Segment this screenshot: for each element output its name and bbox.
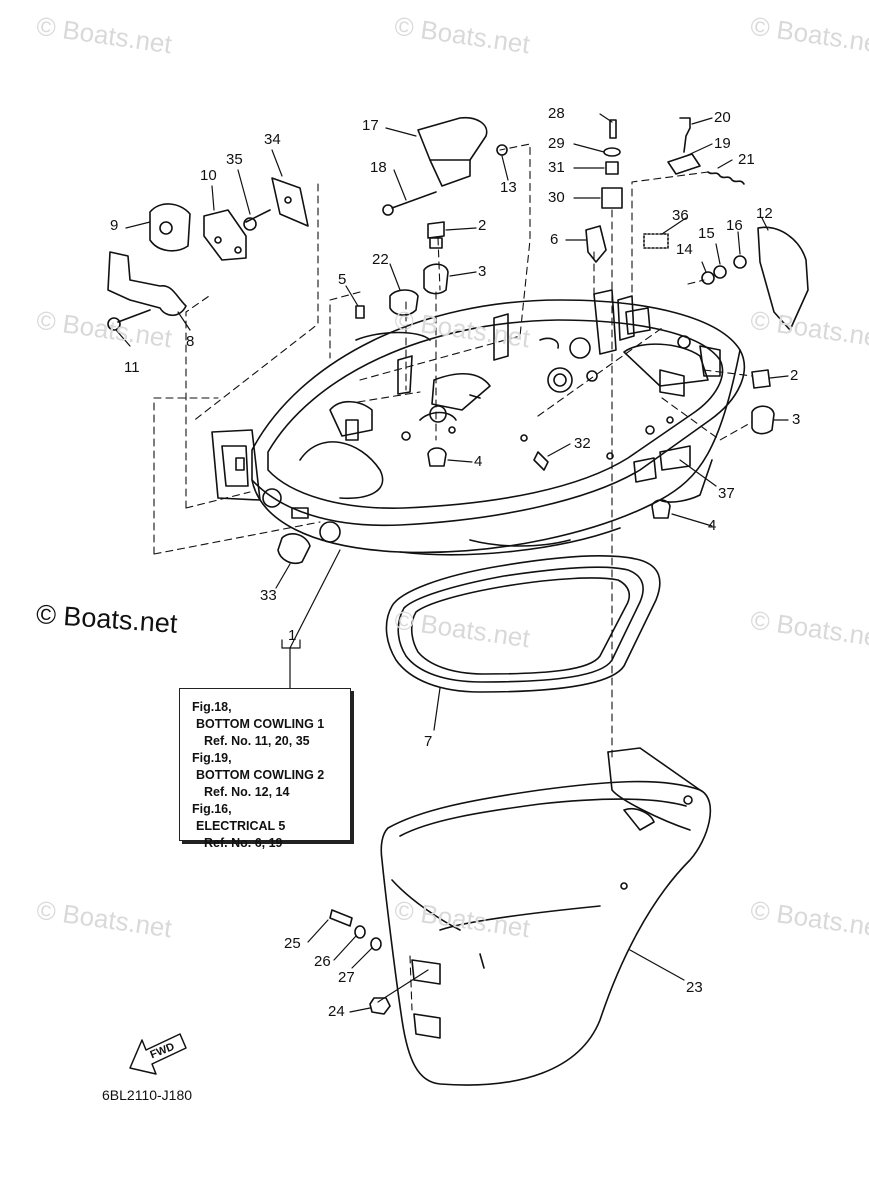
callout-23: 23: [686, 979, 703, 996]
callout-15: 15: [698, 225, 715, 242]
callout-33: 33: [260, 587, 277, 604]
callout-22: 22: [372, 251, 389, 268]
callout-28: 28: [548, 105, 565, 122]
callout-27: 27: [338, 969, 355, 986]
ref-nos-6-19: Ref. No. 6, 19: [204, 836, 283, 850]
callout-25: 25: [284, 935, 301, 952]
callout-30: 30: [548, 189, 565, 206]
ref-bottom-cowling-2: BOTTOM COWLING 2: [196, 768, 325, 782]
callout-34: 34: [264, 131, 281, 148]
callout-12: 12: [756, 205, 773, 222]
callout-4-right: 4: [708, 517, 717, 534]
callout-29: 29: [548, 135, 565, 152]
callout-3-right: 3: [792, 411, 801, 428]
reference-box: Fig.18, BOTTOM COWLING 1 Ref. No. 11, 20…: [179, 688, 351, 850]
callout-21: 21: [738, 151, 755, 168]
callout-6: 6: [550, 231, 559, 248]
callout-37: 37: [718, 485, 735, 502]
ref-bottom-cowling-1: BOTTOM COWLING 1: [196, 717, 325, 731]
callout-11: 11: [124, 359, 140, 376]
small-parts: [107, 116, 809, 1015]
callout-1: 1: [288, 627, 297, 644]
callout-35: 35: [226, 151, 243, 168]
callout-32: 32: [574, 435, 591, 452]
ref-nos-11-20-35: Ref. No. 11, 20, 35: [204, 734, 310, 748]
callout-8: 8: [186, 333, 195, 350]
callout-4: 4: [474, 453, 483, 470]
callout-13: 13: [500, 179, 517, 196]
callout-36: 36: [672, 207, 689, 224]
ref-fig-18: Fig.18,: [192, 700, 232, 714]
ref-electrical-5: ELECTRICAL 5: [196, 819, 286, 833]
leader-lines: [115, 113, 789, 1013]
callout-18: 18: [370, 159, 387, 176]
callout-2-right: 2: [790, 367, 799, 384]
callout-20: 20: [714, 109, 731, 126]
callout-19: 19: [714, 135, 731, 152]
lower-cover: [380, 747, 712, 1086]
ref-fig-16: Fig.16,: [192, 802, 232, 816]
callout-9: 9: [110, 217, 119, 234]
callout-14: 14: [676, 241, 693, 258]
ref-nos-12-14: Ref. No. 12, 14: [204, 785, 290, 799]
callout-10: 10: [200, 167, 217, 184]
callout-26: 26: [314, 953, 331, 970]
callout-16: 16: [726, 217, 743, 234]
callout-24: 24: [328, 1003, 345, 1020]
callout-3: 3: [478, 263, 487, 280]
seal-ring: [385, 554, 661, 693]
callout-7: 7: [424, 733, 433, 750]
dashed-guides: [153, 143, 753, 1011]
ref-fig-19: Fig.19,: [192, 751, 232, 765]
callout-5: 5: [338, 271, 347, 288]
callout-17: 17: [362, 117, 379, 134]
fwd-arrow-icon: [129, 1033, 187, 1075]
callout-2: 2: [478, 217, 487, 234]
diagram-code: 6BL2110-J180: [102, 1087, 193, 1103]
callout-31: 31: [548, 159, 565, 176]
bottom-cowling: [211, 289, 745, 556]
